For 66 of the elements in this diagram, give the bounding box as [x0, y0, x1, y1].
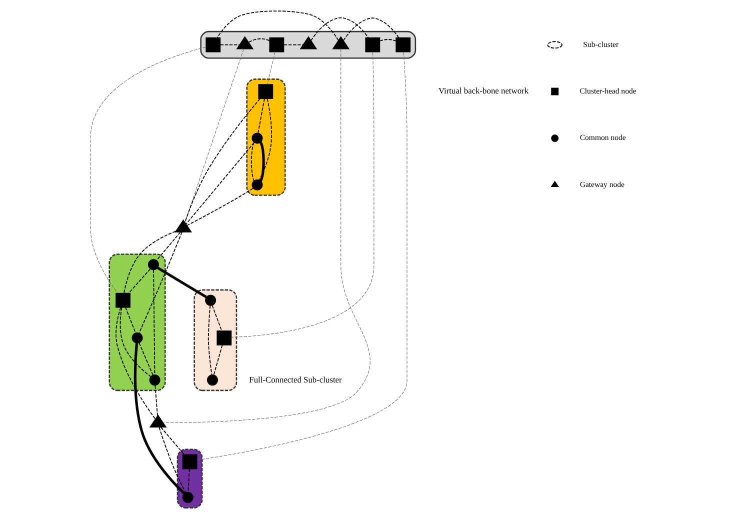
connector: [115, 307, 156, 420]
connector: [187, 468, 190, 493]
connector: [258, 98, 272, 180]
connector: [154, 385, 158, 416]
node-circle: [251, 179, 262, 190]
connector: [216, 10, 338, 41]
connector: [160, 426, 184, 456]
cluster: [246, 78, 286, 196]
connector: [162, 48, 370, 423]
connector: [156, 232, 180, 261]
connector: [138, 232, 182, 334]
connector: [124, 307, 136, 334]
node-triangle: [299, 36, 317, 50]
connector: [186, 188, 253, 226]
cluster: [193, 289, 237, 392]
connector: [158, 426, 186, 494]
node-circle: [182, 492, 193, 503]
connector: [207, 305, 212, 376]
connector: [133, 343, 185, 494]
connector: [248, 38, 270, 43]
node-circle: [131, 332, 142, 344]
connector: [310, 17, 368, 41]
connector: [123, 230, 176, 294]
connector: [196, 52, 407, 460]
connector: [230, 52, 374, 338]
node-square: [216, 330, 232, 346]
connector: [257, 98, 264, 134]
connector: [378, 39, 396, 42]
label: Virtual back-bone network: [438, 86, 528, 96]
node-square: [395, 37, 410, 52]
node-triangle: [148, 414, 166, 428]
node-square: [364, 37, 380, 52]
connector: [184, 48, 244, 223]
node-triangle: [332, 36, 350, 50]
node-circle: [147, 259, 158, 270]
connector: [119, 307, 151, 378]
node-square: [205, 37, 220, 52]
connector: [250, 142, 254, 182]
connector: [266, 52, 275, 85]
node-square: [182, 454, 197, 470]
node-circle: [206, 374, 218, 386]
cluster: [176, 448, 202, 508]
node-circle: [204, 294, 216, 306]
cluster: [200, 30, 416, 59]
label: Full-Connected Sub-cluster: [248, 374, 342, 384]
connector: [138, 342, 153, 376]
connector: [152, 269, 155, 376]
node-square: [115, 292, 130, 308]
cluster: [108, 254, 166, 392]
node-square: [268, 37, 284, 52]
node-circle: [148, 374, 160, 386]
connector: [185, 142, 254, 224]
node-triangle: [236, 36, 254, 50]
node-triangle: [174, 219, 192, 232]
node-square: [258, 84, 273, 99]
connector: [90, 46, 206, 294]
connector: [342, 18, 399, 41]
connector: [258, 142, 264, 182]
connector: [156, 266, 206, 298]
connector: [128, 268, 150, 294]
connector: [219, 44, 240, 46]
connector: [282, 44, 303, 46]
node-circle: [251, 132, 262, 144]
connector: [212, 344, 222, 376]
connector: [211, 304, 222, 331]
connector: [184, 98, 260, 223]
